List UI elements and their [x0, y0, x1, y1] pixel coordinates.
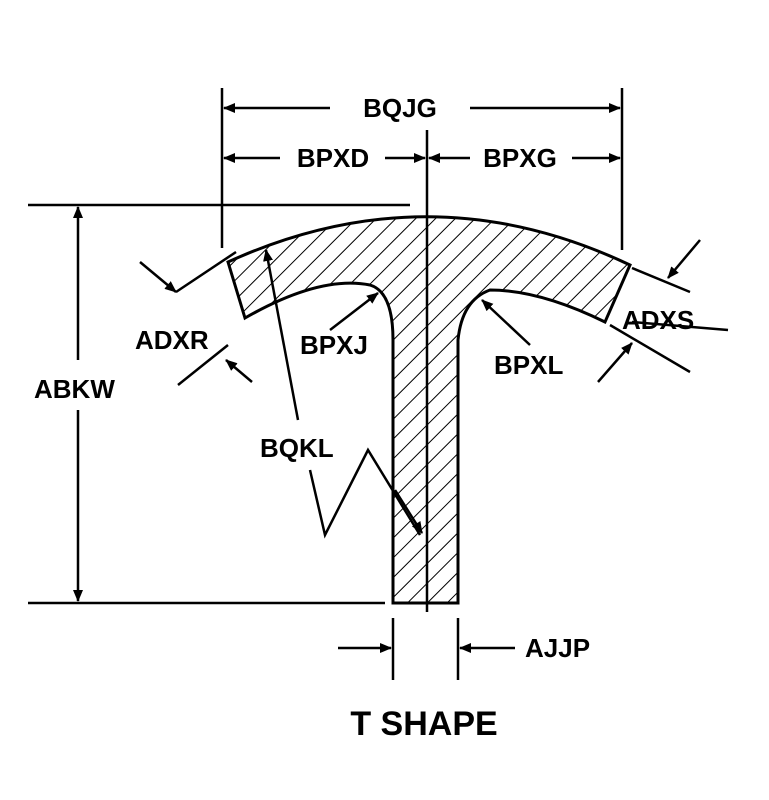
- label-bpxg: BPXG: [483, 143, 557, 173]
- label-bpxj: BPXJ: [300, 330, 368, 360]
- label-bqkl: BQKL: [260, 433, 334, 463]
- label-adxs: ADXS: [622, 305, 694, 335]
- label-bpxl: BPXL: [494, 350, 563, 380]
- dimension-lines: [73, 103, 729, 653]
- label-bqjg: BQJG: [363, 93, 437, 123]
- diagram-title: T SHAPE: [350, 705, 497, 743]
- label-adxr: ADXR: [135, 325, 209, 355]
- label-abkw: ABKW: [34, 374, 115, 404]
- label-ajjp: AJJP: [525, 633, 590, 663]
- t-profile: [226, 215, 632, 605]
- extension-lines: [28, 88, 624, 680]
- label-bpxd: BPXD: [297, 143, 369, 173]
